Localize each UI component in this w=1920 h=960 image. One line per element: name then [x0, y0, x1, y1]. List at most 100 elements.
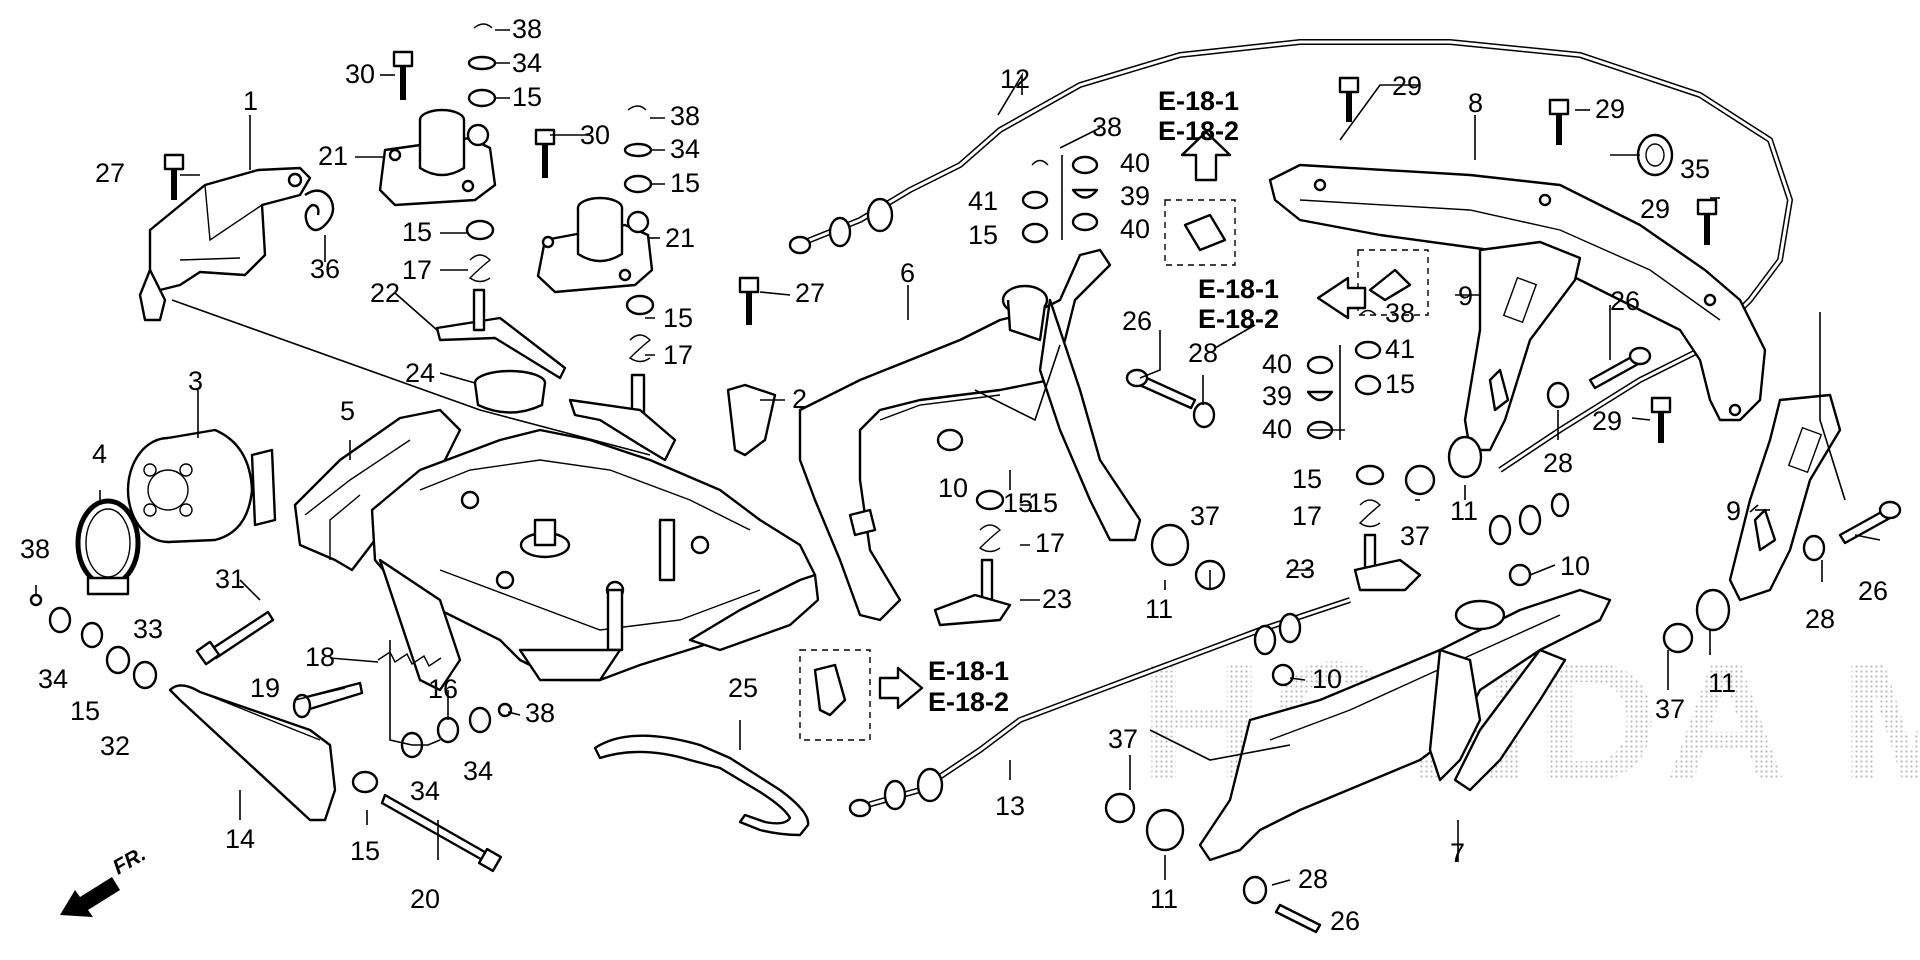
- callout-40: 40: [1120, 214, 1150, 244]
- callout-10: 10: [1560, 551, 1590, 581]
- callout-12: 12: [1000, 64, 1030, 94]
- callout-15: 15: [1385, 369, 1415, 399]
- callout-21: 21: [318, 141, 348, 171]
- callout-26: 26: [1858, 576, 1888, 606]
- part-27-bolt-left: [163, 153, 185, 200]
- ref-box-middle: [1316, 249, 1429, 320]
- part-11-grommets: [1145, 435, 1731, 852]
- callout-17: 17: [663, 340, 693, 370]
- callout-15: 15: [1028, 488, 1058, 518]
- part-36-clip: [304, 189, 335, 232]
- ref-mid-e18-2: E-18-2: [1198, 304, 1279, 334]
- callout-37: 37: [1400, 521, 1430, 551]
- ref-box-lower: [799, 649, 924, 741]
- part-2-clip: [726, 276, 777, 457]
- ref-bot-e18-1: E-18-1: [928, 656, 1009, 686]
- callout-15: 15: [350, 836, 380, 866]
- ref-bot-e18-2: E-18-2: [928, 687, 1009, 717]
- callout-23: 23: [1042, 584, 1072, 614]
- part-20-bolt: [380, 793, 503, 873]
- callout-36: 36: [310, 254, 340, 284]
- callout-34: 34: [410, 776, 440, 806]
- callout-6: 6: [900, 258, 915, 288]
- callout-8: 8: [1468, 88, 1483, 118]
- part-6-frame: [798, 248, 1142, 622]
- callout-38: 38: [670, 101, 700, 131]
- part-9-bracket-upper: [1463, 240, 1582, 452]
- part-29-bolts: [1338, 76, 1718, 443]
- callout-38: 38: [1092, 112, 1122, 142]
- callout-26: 26: [1122, 306, 1152, 336]
- part-26-bolts: [1125, 346, 1902, 934]
- callout-13: 13: [995, 791, 1025, 821]
- callout-17: 17: [1035, 528, 1065, 558]
- callout-19: 19: [250, 673, 280, 703]
- arrow-up-icon: [1180, 130, 1232, 182]
- callout-34: 34: [512, 48, 542, 78]
- callout-33: 33: [133, 614, 163, 644]
- part-3-switch: [126, 428, 277, 544]
- ref-top-e18-1: E-18-1: [1158, 86, 1239, 116]
- callout-11: 11: [1450, 496, 1478, 526]
- callout-30: 30: [345, 59, 375, 89]
- callout-40: 40: [1120, 148, 1150, 178]
- callout-5: 5: [340, 396, 355, 426]
- callout-34: 34: [38, 664, 68, 694]
- callout-11: 11: [1708, 668, 1736, 698]
- front-label: FR.: [109, 842, 150, 879]
- part-13-cable: [848, 597, 1351, 818]
- part-21-bracket-left: [378, 108, 497, 207]
- callout-40: 40: [1262, 414, 1292, 444]
- callout-15: 15: [1292, 464, 1322, 494]
- callout-28: 28: [1298, 864, 1328, 894]
- callout-4: 4: [92, 439, 107, 469]
- callout-22: 22: [370, 278, 400, 308]
- callout-37: 37: [1655, 694, 1685, 724]
- callout-3: 3: [188, 366, 203, 396]
- callout-38: 38: [1385, 298, 1415, 328]
- callout-26: 26: [1610, 286, 1640, 316]
- callout-27: 27: [795, 278, 825, 308]
- callout-15: 15: [670, 168, 700, 198]
- callout-15: 15: [512, 82, 542, 112]
- part-9-bracket-lower: [1728, 393, 1842, 602]
- hardware-stack-upper-mid: [1021, 155, 1099, 244]
- callout-28: 28: [1188, 338, 1218, 368]
- leader-lines: [35, 29, 1881, 886]
- callout-39: 39: [1262, 381, 1292, 411]
- callout-29: 29: [1595, 94, 1625, 124]
- callout-labels: 1 27 36 30 38 34 15 21 30 38 34 15 21 15…: [20, 14, 1888, 936]
- callout-29: 29: [1392, 71, 1422, 101]
- callout-1: 1: [243, 86, 258, 116]
- callout-15: 15: [968, 220, 998, 250]
- part-22-arm: [435, 219, 677, 462]
- callout-10: 10: [938, 473, 968, 503]
- reference-labels: E-18-1 E-18-2 E-18-1 E-18-2 E-18-1 E-18-…: [928, 86, 1279, 717]
- part-18-spring: [377, 650, 442, 668]
- callout-27: 27: [95, 158, 125, 188]
- callout-29: 29: [1592, 406, 1622, 436]
- part-1-bracket: [138, 166, 312, 322]
- part-4-clamp: [75, 498, 141, 596]
- part-19-bolt: [292, 681, 364, 719]
- callout-40: 40: [1262, 349, 1292, 379]
- part-25-strap: [593, 734, 810, 837]
- callout-28: 28: [1805, 604, 1835, 634]
- callout-7: 7: [1450, 838, 1465, 868]
- callout-2: 2: [792, 384, 807, 414]
- callout-11: 11: [1145, 594, 1173, 624]
- callout-16: 16: [428, 674, 458, 704]
- callout-34: 34: [463, 756, 493, 786]
- callout-15: 15: [663, 303, 693, 333]
- callout-31: 31: [215, 564, 245, 594]
- hardware-stack-top-left: [392, 23, 653, 194]
- callout-15: 15: [402, 217, 432, 247]
- callout-17: 17: [402, 255, 432, 285]
- part-8-bracket: [1268, 163, 1767, 422]
- callout-41: 41: [968, 186, 998, 216]
- main-housing: [370, 428, 820, 692]
- callout-10: 10: [1312, 664, 1342, 694]
- part-23-bracket-right: [1353, 464, 1422, 592]
- callout-21: 21: [665, 223, 695, 253]
- callout-25: 25: [728, 673, 758, 703]
